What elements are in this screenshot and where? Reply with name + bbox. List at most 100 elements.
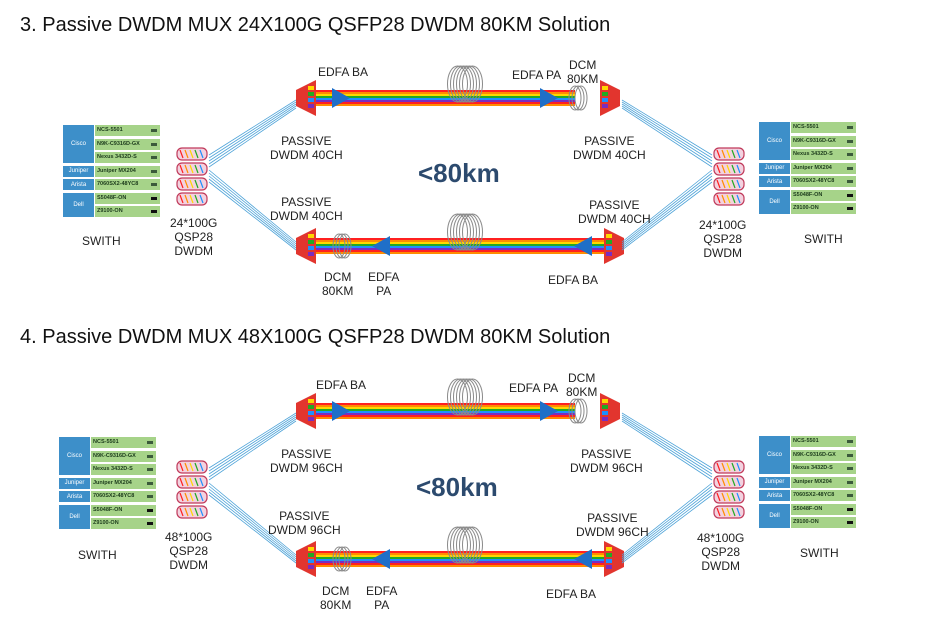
s4-left-mux-top <box>296 393 316 429</box>
switch-vendor-cell: Juniper <box>63 165 94 177</box>
switch-vendor-cell: Arista <box>759 176 790 187</box>
switch-vendor-cell: Juniper <box>759 476 790 488</box>
switch-vendor-cell: Juniper <box>59 477 90 489</box>
s3-edfa-pa-top <box>540 88 558 108</box>
s3-left-optics-label: 24*100G QSP28 DWDM <box>170 216 218 258</box>
s3-left-switch-label: SWITH <box>82 234 121 248</box>
s4-edfa-ba-top <box>332 401 350 421</box>
s4-edfa-ba-bottom-label: EDFA BA <box>546 587 597 601</box>
s4-edfa-ba-top-label: EDFA BA <box>316 378 367 392</box>
s4-edfa-ba-bottom <box>574 549 592 569</box>
switch-model-row: NCS-5501 <box>791 122 856 133</box>
switch-model-row: Nexus 3432D-S <box>791 463 856 474</box>
s4-left-mux-bottom <box>296 541 316 577</box>
s3-top-fiber <box>316 90 575 106</box>
switch-model-row: Z9100-ON <box>91 518 156 529</box>
s4-dcm-bottom-label: DCM 80KM <box>320 584 352 612</box>
s3-dcm-bottom <box>332 233 352 259</box>
switch-model-row: Nexus 3432D-S <box>791 149 856 160</box>
s3-left-mux-bottom <box>296 228 316 264</box>
s3-edfa-ba-bottom-label: EDFA BA <box>548 273 599 287</box>
switch-model-row: NCS-5501 <box>791 436 856 447</box>
s3-left-fan-bottom <box>208 169 297 251</box>
s3-dcm-top <box>568 85 588 111</box>
s4-dcm-top-label: DCM 80KM <box>566 371 598 399</box>
s4-right-optics <box>713 460 745 519</box>
switch-model-row: 7060SX2-48YC8 <box>791 490 856 501</box>
section-3-title: 3. Passive DWDM MUX 24X100G QSFP28 DWDM … <box>20 14 611 36</box>
s4-dcm-top <box>568 398 588 424</box>
s4-top-fiber <box>316 403 575 419</box>
s4-left-fan-bottom <box>208 482 297 564</box>
s4-edfa-pa-top <box>540 401 558 421</box>
s4-left-optics-label: 48*100G QSP28 DWDM <box>165 530 213 572</box>
s3-left-mux-top-label: PASSIVE DWDM 40CH <box>270 134 343 162</box>
switch-model-row: Z9100-ON <box>791 517 856 528</box>
s3-right-fan-top <box>621 99 713 168</box>
s4-edfa-pa-bottom <box>372 549 390 569</box>
s4-right-mux-bottom-label: PASSIVE DWDM 96CH <box>576 511 649 539</box>
switch-model-row: N9K-C9316D-GX <box>91 450 156 462</box>
s3-distance-label: <80km <box>418 158 500 188</box>
switch-vendor-cell: Cisco <box>63 125 94 163</box>
s3-edfa-ba-bottom <box>574 236 592 256</box>
s3-fiber-spool-bottom <box>447 213 483 251</box>
s4-left-optics <box>176 460 208 519</box>
s4-fiber-spool-top <box>447 378 483 416</box>
switch-vendor-cell: Dell <box>63 192 94 217</box>
s4-left-mux-top-label: PASSIVE DWDM 96CH <box>270 447 343 475</box>
s3-left-mux-bottom-label: PASSIVE DWDM 40CH <box>270 195 343 223</box>
s4-right-mux-top-label: PASSIVE DWDM 96CH <box>570 447 643 475</box>
switch-model-row: Juniper MX204 <box>791 162 856 174</box>
s3-right-optics <box>713 147 745 206</box>
switch-model-row: NCS-5501 <box>91 437 156 448</box>
switch-model-row: Z9100-ON <box>95 206 160 217</box>
s3-right-mux-top-label: PASSIVE DWDM 40CH <box>573 134 646 162</box>
switch-model-row: 7060SX2-48YC8 <box>91 491 156 502</box>
s4-left-mux-bottom-label: PASSIVE DWDM 96CH <box>268 509 341 537</box>
switch-model-row: N9K-C9316D-GX <box>95 138 160 150</box>
switch-model-row: Nexus 3432D-S <box>95 152 160 163</box>
switch-vendor-cell: Arista <box>59 491 90 502</box>
s4-distance-label: <80km <box>416 472 498 502</box>
switch-vendor-cell: Dell <box>759 189 790 214</box>
s4-left-switch-label: SWITH <box>78 548 117 562</box>
s3-edfa-ba-top-label: EDFA BA <box>318 65 369 79</box>
s4-right-switch-label: SWITH <box>800 546 839 560</box>
switch-model-row: N9K-C9316D-GX <box>791 135 856 147</box>
s3-left-optics <box>176 147 208 206</box>
s4-left-fan-top <box>208 412 297 481</box>
s4-edfa-pa-bottom-label: EDFA PA <box>366 584 398 612</box>
s3-right-optics-label: 24*100G QSP28 DWDM <box>699 218 747 260</box>
switch-model-row: 7060SX2-48YC8 <box>791 176 856 187</box>
switch-model-row: Nexus 3432D-S <box>91 464 156 475</box>
s4-right-fan-top <box>621 412 713 481</box>
s3-right-switch-label: SWITH <box>804 232 843 246</box>
switch-model-row: N9K-C9316D-GX <box>791 449 856 461</box>
s3-edfa-pa-bottom <box>372 236 390 256</box>
s4-edfa-pa-top-label: EDFA PA <box>509 381 559 395</box>
s3-right-mux-bottom-label: PASSIVE DWDM 40CH <box>578 198 651 226</box>
s4-right-mux-bottom <box>604 541 624 577</box>
s4-right-fan-bottom <box>621 482 713 564</box>
s4-dcm-bottom <box>332 546 352 572</box>
s3-left-fan-top <box>208 99 297 168</box>
switch-vendor-cell: Cisco <box>759 436 790 474</box>
switch-model-row: 7060SX2-48YC8 <box>95 179 160 190</box>
s4-right-optics-label: 48*100G QSP28 DWDM <box>697 531 745 573</box>
switch-vendor-cell: Juniper <box>759 162 790 174</box>
switch-vendor-cell: Dell <box>759 503 790 528</box>
s3-left-mux-top <box>296 80 316 116</box>
switch-model-row: Juniper MX204 <box>91 477 156 489</box>
switch-vendor-cell: Cisco <box>59 437 90 475</box>
section-4-title: 4. Passive DWDM MUX 48X100G QSFP28 DWDM … <box>20 326 611 348</box>
switch-model-row: S5048F-ON <box>791 503 856 515</box>
switch-model-row: Juniper MX204 <box>95 165 160 177</box>
s3-dcm-bottom-label: DCM 80KM <box>322 270 354 298</box>
s4-right-mux-top <box>600 393 620 429</box>
